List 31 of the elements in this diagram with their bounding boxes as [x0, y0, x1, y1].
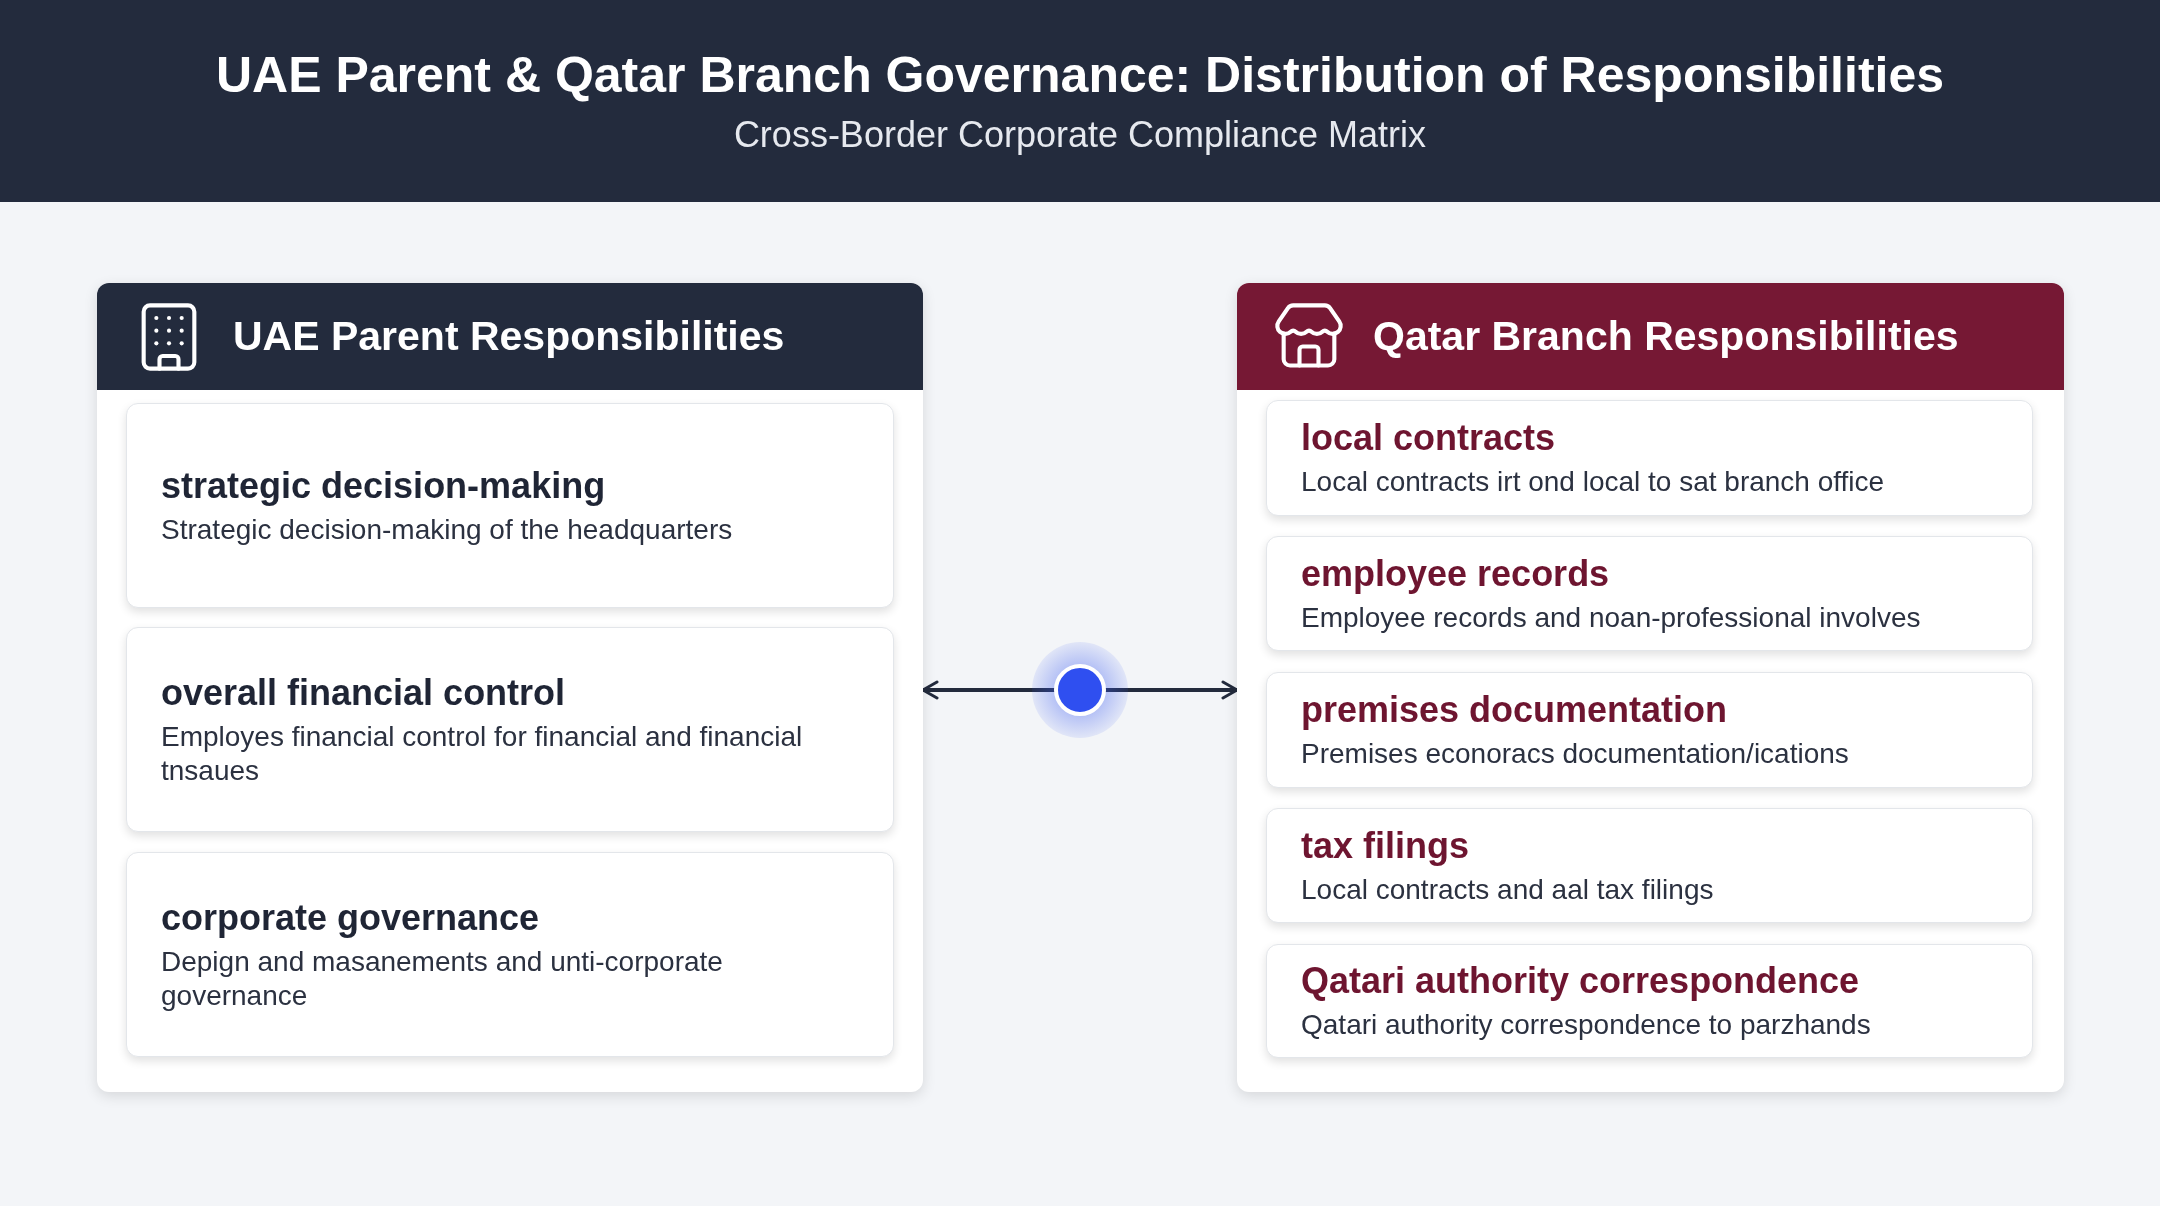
responsibility-panel	[97, 283, 923, 1092]
card-heading: strategic decision-making	[161, 464, 607, 507]
card-heading: overall financial control	[161, 671, 567, 714]
card-heading: tax filings	[1301, 824, 1471, 867]
card-description: Strategic decision-making of the headquarters	[161, 512, 734, 547]
title: UAE Parent & Qatar Branch Governance: Distribution of Responsibilities	[215, 46, 1945, 104]
card-heading: premises documentation	[1301, 689, 1729, 732]
card-description: Depign and masanements and unti-corporate governance	[161, 944, 724, 1013]
card-description: Premises econoracs documentation/ications	[1301, 737, 1850, 771]
responsibility-card	[1266, 944, 2033, 1058]
card-heading: employee records	[1301, 552, 1611, 595]
card-description: Employee records and noan-professional involves	[1301, 600, 1922, 635]
panel-title: UAE Parent Responsibilities	[233, 313, 785, 360]
responsibility-card	[126, 852, 894, 1057]
responsibility-panel	[1237, 283, 2064, 1092]
responsibility-card	[1266, 536, 2033, 651]
responsibility-card	[1266, 400, 2033, 516]
responsibility-card	[1266, 672, 2033, 788]
card-description: Local contracts irt ond local to sat branch office	[1301, 465, 1886, 499]
card-description: Local contracts and aal tax filings	[1301, 872, 1715, 907]
responsibility-card	[1266, 808, 2033, 923]
responsibility-card	[126, 403, 894, 608]
card-heading: Qatari authority correspondence	[1301, 960, 1861, 1003]
subtitle: Cross-Border Corporate Compliance Matrix	[733, 114, 1427, 156]
responsibility-card	[126, 627, 894, 832]
card-heading: corporate governance	[161, 896, 541, 939]
card-description: Employes financial control for financial and financial tnsaues	[161, 719, 804, 788]
panel-title: Qatar Branch Responsibilities	[1373, 313, 1959, 360]
card-description: Qatari authority correspondence to parzhands	[1301, 1008, 1872, 1042]
card-heading: local contracts	[1301, 417, 1557, 460]
hub-dot	[1032, 642, 1128, 738]
